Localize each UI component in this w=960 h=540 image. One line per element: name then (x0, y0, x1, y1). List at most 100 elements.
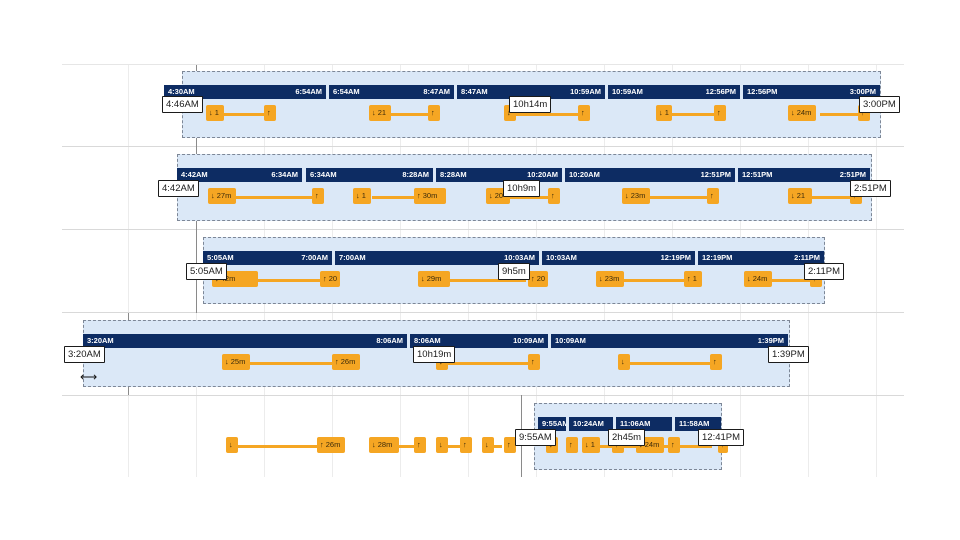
trip-block[interactable]: 12:56PM 3:00PM (743, 85, 880, 99)
stop-marker[interactable]: ↑ (668, 437, 680, 453)
trip-block[interactable]: 4:42AM 6:34AM (177, 168, 302, 182)
stop-marker[interactable]: ↓1 (353, 188, 371, 204)
trip-block[interactable]: 4:30AM 6:54AM (164, 85, 326, 99)
up-arrow-icon: ↑ (320, 440, 324, 449)
stop-marker[interactable]: ↑ (714, 105, 726, 121)
trip-end-time: 12:19PM (660, 253, 691, 262)
stop-marker[interactable]: ↑ (548, 188, 560, 204)
stop-marker[interactable]: ↓24m (744, 271, 772, 287)
stop-marker[interactable]: ↓27m (208, 188, 236, 204)
up-arrow-icon: ↑ (531, 274, 535, 283)
trip-block[interactable]: 8:28AM 10:20AM (436, 168, 562, 182)
stop-marker[interactable]: ↑ (504, 437, 516, 453)
trip-end-time: 8:28AM (402, 170, 429, 179)
shift-end-tooltip: 2:51PM (850, 180, 891, 197)
stop-marker[interactable]: ↑1 (684, 271, 702, 287)
stop-marker[interactable]: ↑20 (528, 271, 548, 287)
stop-label: 20 (536, 274, 546, 283)
up-arrow-icon: ↑ (531, 357, 535, 366)
down-arrow-icon: ↓ (659, 108, 663, 117)
trip-block[interactable]: 6:54AM 8:47AM (329, 85, 454, 99)
stop-marker[interactable]: ↑ (566, 437, 578, 453)
up-arrow-icon: ↑ (335, 357, 339, 366)
trip-segment (772, 279, 812, 282)
shift-start-tooltip: 4:46AM (162, 96, 203, 113)
trip-segment (232, 445, 322, 448)
stop-marker[interactable]: ↑ (428, 105, 440, 121)
stop-label: 26m (325, 440, 341, 449)
trip-start-time: 12:19PM (702, 253, 733, 262)
stop-marker[interactable]: ↓1 (206, 105, 224, 121)
stop-marker[interactable]: ↓1 (656, 105, 672, 121)
stop-label: 1 (214, 108, 219, 117)
trip-start-time: 7:00AM (339, 253, 366, 262)
trip-block[interactable]: 5:05AM 7:00AM (203, 251, 332, 265)
resize-handle-icon[interactable]: ⟷ (80, 370, 98, 384)
up-arrow-icon: ↑ (717, 108, 721, 117)
stop-label: 21 (796, 191, 806, 200)
trip-block[interactable]: 8:47AM 10:59AM (457, 85, 605, 99)
stop-marker[interactable]: ↓21 (788, 188, 812, 204)
shift-row-5[interactable] (534, 403, 722, 470)
stop-marker[interactable]: ↑ (414, 437, 426, 453)
stop-marker[interactable]: ↑ (578, 105, 590, 121)
trip-block[interactable]: 12:51PM 2:51PM (738, 168, 870, 182)
stop-marker[interactable]: ↑30m (414, 188, 446, 204)
trip-block[interactable]: 10:24AM (569, 417, 613, 431)
stop-label: 29m (426, 274, 442, 283)
trip-segment (242, 362, 342, 365)
trip-start-time: 8:28AM (440, 170, 467, 179)
trip-start-time: 12:51PM (742, 170, 773, 179)
stop-marker[interactable]: ↓1 (582, 437, 600, 453)
stop-marker[interactable]: ↓28m (369, 437, 399, 453)
stop-marker[interactable]: ↓ (436, 437, 448, 453)
trip-start-time: 11:58AM (679, 419, 710, 428)
shift-duration-tooltip: 9h5m (498, 263, 530, 280)
stop-marker[interactable]: ↓ (482, 437, 494, 453)
stop-marker[interactable]: ↑ (707, 188, 719, 204)
stop-marker[interactable]: ↑ (312, 188, 324, 204)
stop-marker[interactable]: ↓29m (418, 271, 450, 287)
stop-marker[interactable]: ↓ (226, 437, 238, 453)
trip-start-time: 10:20AM (569, 170, 600, 179)
trip-block[interactable]: 10:03AM 12:19PM (542, 251, 695, 265)
stop-marker[interactable]: ↓23m (596, 271, 624, 287)
stop-marker[interactable]: ↑ (460, 437, 472, 453)
trip-end-time: 2:51PM (839, 170, 866, 179)
trip-segment (512, 113, 582, 116)
up-arrow-icon: ↑ (671, 440, 675, 449)
trip-block[interactable]: 8:06AM 10:09AM (410, 334, 548, 348)
trip-start-time: 8:06AM (414, 336, 441, 345)
trip-block[interactable]: 11:58AM (675, 417, 721, 431)
trip-block[interactable]: 6:34AM 8:28AM (306, 168, 433, 182)
up-arrow-icon: ↑ (551, 191, 555, 200)
trip-block[interactable]: 3:20AM 8:06AM (83, 334, 407, 348)
down-arrow-icon: ↓ (421, 274, 425, 283)
stop-marker[interactable]: ↓23m (622, 188, 650, 204)
stop-marker[interactable]: ↓ (618, 354, 630, 370)
up-arrow-icon: ↑ (581, 108, 585, 117)
trip-segment (820, 113, 860, 116)
trip-block[interactable]: 7:00AM 10:03AM (335, 251, 539, 265)
up-arrow-icon: ↑ (507, 440, 511, 449)
trip-block[interactable]: 10:20AM 12:51PM (565, 168, 735, 182)
trip-block[interactable]: 12:19PM 2:11PM (698, 251, 824, 265)
stop-marker[interactable]: ↓25m (222, 354, 250, 370)
trip-block[interactable]: 11:06AM (616, 417, 672, 431)
stop-marker[interactable]: ↑26m (332, 354, 360, 370)
stop-marker[interactable]: ↑ (528, 354, 540, 370)
stop-marker[interactable]: ↓24m (788, 105, 816, 121)
trip-block[interactable]: 9:55AM (538, 417, 566, 431)
stop-label: 20 (494, 191, 504, 200)
stop-marker[interactable]: ↑20 (320, 271, 340, 287)
shift-row-2[interactable] (177, 154, 872, 221)
stop-label: 30m (422, 191, 438, 200)
trip-block[interactable]: 10:09AM 1:39PM (551, 334, 788, 348)
stop-marker[interactable]: ↓21 (369, 105, 391, 121)
trip-block[interactable]: 10:59AM 12:56PM (608, 85, 740, 99)
stop-marker[interactable]: ↑ (710, 354, 722, 370)
stop-marker[interactable]: ↑ (264, 105, 276, 121)
shift-duration-tooltip: 10h19m (413, 346, 456, 363)
stop-marker[interactable]: ↑26m (317, 437, 345, 453)
hour-gridline (876, 65, 877, 477)
